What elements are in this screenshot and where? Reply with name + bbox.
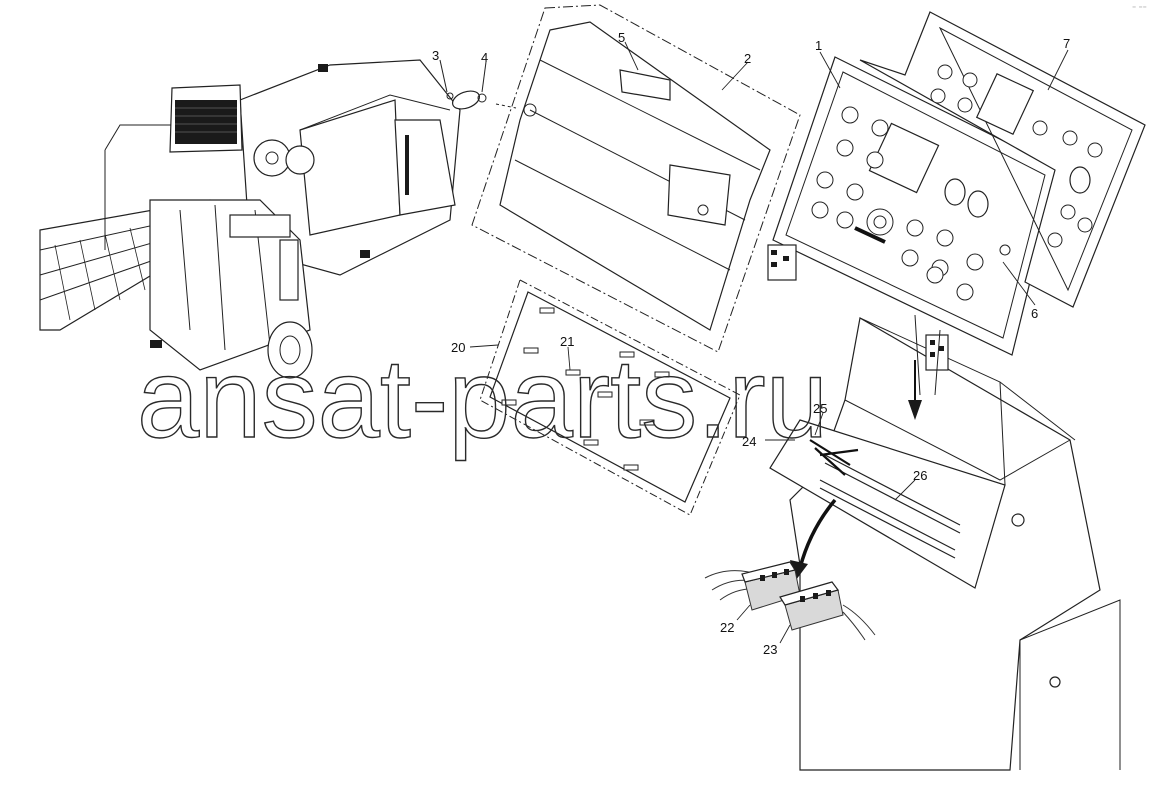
callout-5: 5 [618, 30, 625, 45]
callout-22: 22 [720, 620, 734, 635]
callout-25: 25 [813, 401, 827, 416]
callout-7: 7 [1063, 36, 1070, 51]
panel-part-7 [859, 11, 1146, 308]
corner-mark: ⁻ ⁻⁻ [1132, 4, 1147, 13]
leader-lines [469, 41, 1069, 644]
control-panel-part-1 [767, 56, 1059, 356]
watermark-text: ansat-parts.ru [137, 336, 828, 461]
callout-23: 23 [763, 642, 777, 657]
connector-blocks-22-23 [704, 561, 876, 641]
callout-1: 1 [815, 38, 822, 53]
callout-20: 20 [451, 340, 465, 355]
callout-3: 3 [432, 48, 439, 63]
callout-26: 26 [913, 468, 927, 483]
callout-6: 6 [1031, 306, 1038, 321]
fastener-part-3-4 [439, 59, 517, 110]
console-housing [769, 314, 1121, 771]
callout-21: 21 [560, 334, 574, 349]
plate-part-20 [479, 279, 741, 516]
callout-2: 2 [744, 51, 751, 66]
callout-4: 4 [481, 50, 488, 65]
callout-24: 24 [742, 434, 756, 449]
cover-panel-part-2 [471, 4, 801, 353]
machine-illustration [39, 59, 461, 379]
